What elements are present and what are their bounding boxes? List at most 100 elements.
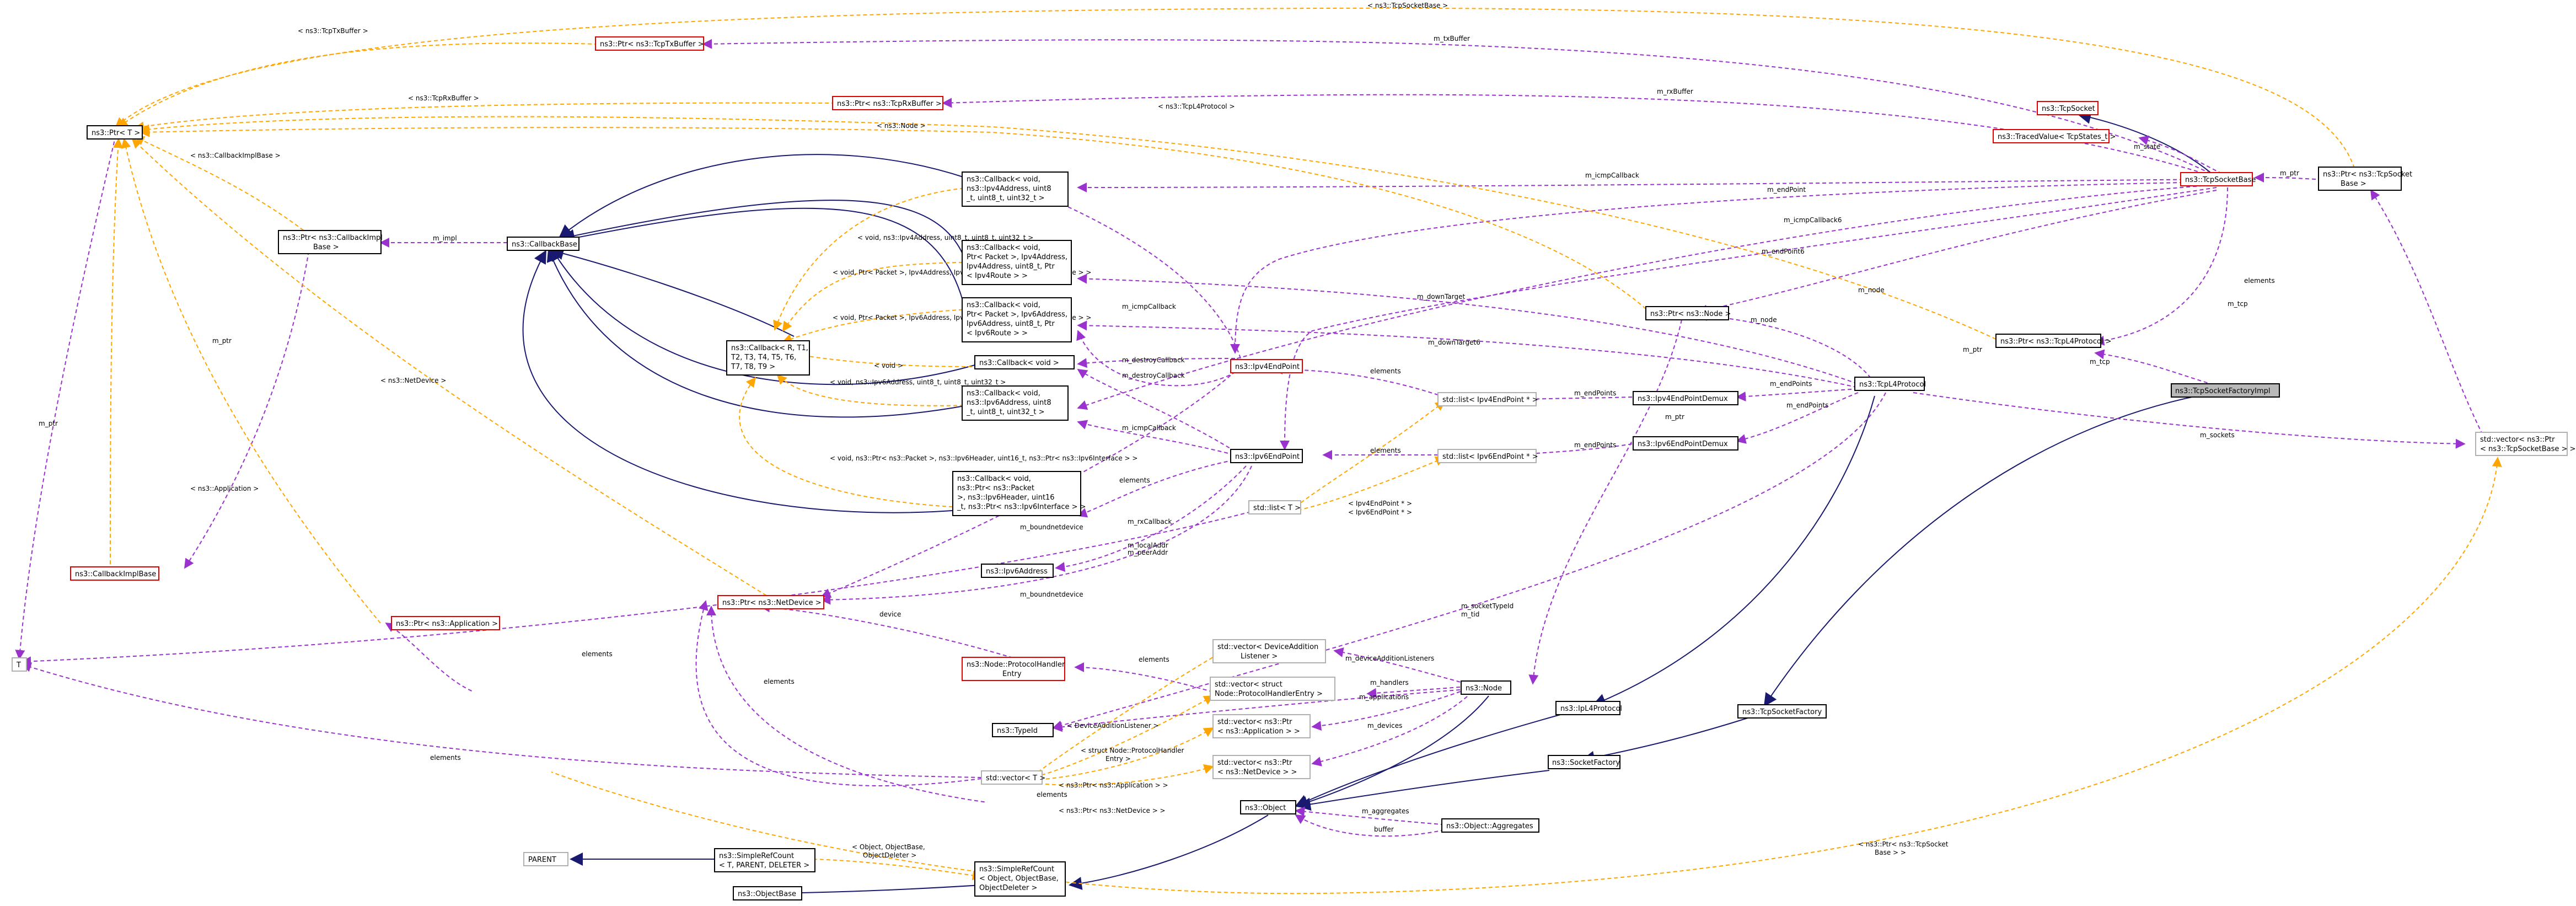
- node-ipv6endpoint[interactable]: ns3::Ipv6EndPoint: [1230, 449, 1303, 463]
- svg-text:ns3::Ptr< ns3::Packet: ns3::Ptr< ns3::Packet: [957, 484, 1034, 492]
- node-ptr-tcpsocketbase[interactable]: ns3::Ptr< ns3::TcpSocket Base >: [2318, 167, 2412, 191]
- node-vector-ptr-tcpsocketbase[interactable]: std::vector< ns3::Ptr < ns3::TcpSocketBa…: [2475, 432, 2575, 456]
- node-tracedvalue-tcpstates[interactable]: ns3::TracedValue< TcpStates_t >: [1993, 129, 2116, 143]
- node-tcpsocketbase[interactable]: ns3::TcpSocketBase: [2180, 172, 2256, 186]
- svg-text:std::vector< ns3::Ptr: std::vector< ns3::Ptr: [1217, 759, 1292, 767]
- label-mboundnetdevice-4: m_boundnetdevice: [1020, 523, 1083, 531]
- node-ipv4endpoint[interactable]: ns3::Ipv4EndPoint: [1230, 359, 1303, 373]
- node-ptr-tcpl4protocol[interactable]: ns3::Ptr< ns3::TcpL4Protocol >: [1995, 334, 2111, 348]
- svg-text:ns3::IpL4Protocol: ns3::IpL4Protocol: [1560, 705, 1622, 713]
- node-object-aggregates[interactable]: ns3::Object::Aggregates: [1441, 818, 1539, 833]
- edge-object-to-simplerefcount: [1069, 814, 1269, 890]
- label-callbackimplbase-template: < ns3::CallbackImplBase >: [190, 152, 281, 159]
- label-elements-vectorT2: elements: [430, 754, 461, 762]
- node-callback-ipv4-icmp[interactable]: ns3::Callback< void, ns3::Ipv4Address, u…: [962, 171, 1069, 207]
- node-tcpsocketfactoryimpl[interactable]: ns3::TcpSocketFactoryImpl: [2171, 383, 2280, 398]
- node-object[interactable]: ns3::Object: [1240, 800, 1296, 814]
- svg-text:ns3::Object::Aggregates: ns3::Object::Aggregates: [1446, 822, 1533, 830]
- edge-vectornetdevice-template: [1036, 764, 1214, 786]
- node-ptr-tcprxbuffer[interactable]: ns3::Ptr< ns3::TcpRxBuffer >: [832, 96, 943, 110]
- node-ipv4endpointdemux[interactable]: ns3::Ipv4EndPointDemux: [1633, 391, 1738, 405]
- svg-text:ns3::SocketFactory: ns3::SocketFactory: [1552, 759, 1620, 767]
- node-list-ipv6endpoint[interactable]: std::list< Ipv6EndPoint * >: [1437, 449, 1538, 463]
- node-callback-ipv4-rx[interactable]: ns3::Callback< void, Ptr< Packet >, Ipv4…: [962, 240, 1072, 285]
- node-ptr-T[interactable]: ns3::Ptr< T >: [87, 125, 143, 140]
- node-list-ipv4endpoint[interactable]: std::list< Ipv4EndPoint * >: [1437, 392, 1538, 406]
- label-mendpoint: m_endPoint: [1767, 186, 1806, 194]
- node-typeid[interactable]: ns3::TypeId: [992, 723, 1054, 737]
- svg-text:ns3::Callback< void,: ns3::Callback< void,: [957, 475, 1031, 483]
- node-ipv6address[interactable]: ns3::Ipv6Address: [981, 564, 1054, 578]
- label-mlocaladdr: m_localAddr: [1128, 542, 1168, 549]
- label-msockets: m_sockets: [2200, 431, 2235, 439]
- node-ptr-node[interactable]: ns3::Ptr< ns3::Node >: [1645, 306, 1731, 320]
- edge-tcpl4protocol-to-ipl4protocol: [1592, 395, 1875, 706]
- svg-text:ns3::Ipv6EndPointDemux: ns3::Ipv6EndPointDemux: [1638, 440, 1728, 448]
- label-mendpoints-demux6: m_endPoints: [1574, 441, 1616, 449]
- node-tcpsocketfactory[interactable]: ns3::TcpSocketFactory: [1737, 704, 1827, 719]
- edge-callbackipv6icmp-template: [776, 374, 971, 406]
- svg-text:std::vector< T >: std::vector< T >: [986, 774, 1045, 782]
- node-callbackimplbase[interactable]: ns3::CallbackImplBase: [70, 566, 159, 581]
- label-mptr-callbackimplbase: m_ptr: [212, 337, 232, 345]
- node-node[interactable]: ns3::Node: [1461, 680, 1511, 695]
- node-vector-ptr-application[interactable]: std::vector< ns3::Ptr < ns3::Application…: [1212, 714, 1311, 738]
- edge-tcpsocketbase-mstate: [2138, 135, 2223, 174]
- label-mdevices: m_devices: [1367, 722, 1402, 730]
- node-ptr-netdevice[interactable]: ns3::Ptr< ns3::NetDevice >: [717, 595, 824, 609]
- svg-text:ns3::Callback< void >: ns3::Callback< void >: [979, 359, 1059, 367]
- edge-tcpsocketfactoryimpl-to-tcpsocketfactory: [1763, 390, 2228, 707]
- svg-text:ns3::Callback< void,: ns3::Callback< void,: [967, 244, 1040, 252]
- label-object-template-2: ObjectDeleter >: [863, 851, 916, 859]
- node-T[interactable]: T: [12, 657, 27, 672]
- svg-text:ns3::TcpSocket: ns3::TcpSocket: [2042, 105, 2095, 113]
- label-mptr-tcpl4: m_ptr: [1963, 346, 1982, 353]
- node-simplerefcount-template[interactable]: ns3::SimpleRefCount < T, PARENT, DELETER…: [714, 848, 815, 872]
- svg-text:std::vector< ns3::Ptr: std::vector< ns3::Ptr: [1217, 718, 1292, 726]
- node-tcpl4protocol[interactable]: ns3::TcpL4Protocol: [1854, 377, 1926, 391]
- label-elements-vectorT: elements: [764, 678, 795, 685]
- node-ipv6endpointdemux[interactable]: ns3::Ipv6EndPointDemux: [1633, 436, 1738, 451]
- label-void-template: < void >: [874, 362, 903, 369]
- svg-text:< Object, ObjectBase,: < Object, ObjectBase,: [979, 875, 1059, 883]
- svg-text:ns3::TcpSocketFactoryImpl: ns3::TcpSocketFactoryImpl: [2175, 387, 2271, 395]
- node-ptr-application[interactable]: ns3::Ptr< ns3::Application >: [391, 616, 500, 630]
- node-socketfactory[interactable]: ns3::SocketFactory: [1548, 755, 1620, 769]
- svg-text:T7, T8, T9 >: T7, T8, T9 >: [731, 363, 775, 371]
- svg-text:std::list< Ipv4EndPoint * >: std::list< Ipv4EndPoint * >: [1442, 396, 1538, 404]
- svg-text:< ns3::NetDevice > >: < ns3::NetDevice > >: [1217, 768, 1297, 776]
- node-callback-ipv6-icmp[interactable]: ns3::Callback< void, ns3::Ipv6Address, u…: [962, 385, 1069, 421]
- node-vector-T[interactable]: std::vector< T >: [981, 770, 1045, 785]
- node-vector-deviceadditionlistener[interactable]: std::vector< DeviceAddition Listener >: [1212, 639, 1326, 663]
- edge-callbackicmp-to-callbackbase: [559, 154, 965, 238]
- node-vector-protocolhandlerentry[interactable]: std::vector< struct Node::ProtocolHandle…: [1210, 677, 1335, 701]
- edge-callbackipv4rx-to-callbackbase: [561, 200, 965, 260]
- edge-node-mapplications: [1311, 689, 1467, 731]
- node-ptr-tcptxbuffer[interactable]: ns3::Ptr< ns3::TcpTxBuffer >: [595, 36, 704, 51]
- node-callback-void[interactable]: ns3::Callback< void >: [974, 355, 1075, 369]
- edge-node-mdevices: [1311, 691, 1473, 766]
- node-ptr-callbackimplbase[interactable]: ns3::Ptr< ns3::CallbackImpl Base >: [278, 230, 383, 254]
- node-callback-ipv6-rx[interactable]: ns3::Callback< void, Ptr< Packet >, Ipv6…: [962, 297, 1072, 342]
- label-devicelistener-template: < DeviceAdditionListener >: [1067, 722, 1159, 730]
- node-simplerefcount-object[interactable]: ns3::SimpleRefCount < Object, ObjectBase…: [974, 861, 1066, 897]
- edge-ipv6endpoint-mboundnetdevice: [820, 465, 1252, 605]
- label-protocolhandler-template-1: < struct Node::ProtocolHandler: [1081, 747, 1184, 754]
- node-callbackbase[interactable]: ns3::CallbackBase: [507, 237, 579, 251]
- svg-text:ns3::Node::ProtocolHandler: ns3::Node::ProtocolHandler: [967, 661, 1065, 669]
- node-vector-ptr-netdevice[interactable]: std::vector< ns3::Ptr < ns3::NetDevice >…: [1212, 755, 1311, 779]
- node-parent[interactable]: PARENT: [523, 852, 568, 866]
- node-callback-netdevice[interactable]: ns3::Callback< void, ns3::Ptr< ns3::Pack…: [952, 471, 1086, 516]
- label-object-template-1: < Object, ObjectBase,: [852, 843, 925, 851]
- node-protocolhandlerentry[interactable]: ns3::Node::ProtocolHandler Entry: [962, 657, 1065, 681]
- node-callback-template[interactable]: ns3::Callback< R, T1, T2, T3, T4, T5, T6…: [726, 340, 810, 376]
- node-list-T[interactable]: std::list< T >: [1248, 500, 1301, 514]
- label-elements-netdevice: elements: [1119, 476, 1150, 484]
- node-tcpsocket[interactable]: ns3::TcpSocket: [2037, 101, 2099, 115]
- label-mptr-ptrT: m_ptr: [39, 420, 58, 427]
- node-ipl4protocol[interactable]: ns3::IpL4Protocol: [1555, 701, 1622, 715]
- edge-ipv4endpoint-mrxcallback: [1076, 330, 1247, 387]
- svg-text:< Ipv6Route > >: < Ipv6Route > >: [967, 329, 1028, 337]
- node-objectbase[interactable]: ns3::ObjectBase: [733, 886, 802, 900]
